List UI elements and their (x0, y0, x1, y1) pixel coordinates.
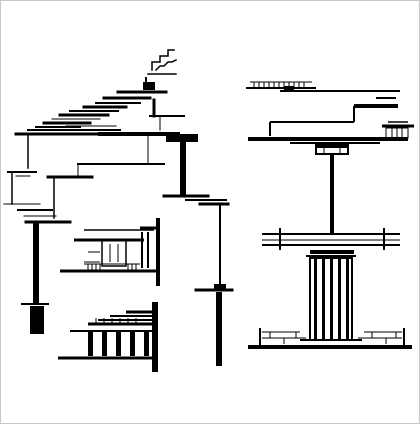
main-eave (14, 132, 198, 169)
left-elevation-post (180, 140, 186, 196)
roof-finial (147, 49, 178, 75)
right-base-plinth (248, 328, 412, 349)
left-pavilion-detail (60, 218, 160, 286)
pavilion-railing (84, 263, 140, 270)
plinth-masonry (262, 332, 402, 344)
left-cascading-roof-elevation (3, 49, 234, 366)
colonnade-railing (95, 318, 137, 324)
upper-roof-tiers (27, 90, 185, 131)
colonnade-columns (88, 332, 149, 356)
right-gable-roof-elevation (246, 81, 414, 234)
left-main-column (17, 209, 72, 334)
right-column-detail (262, 228, 400, 341)
pavilion-doorway (101, 239, 127, 267)
finial-block (143, 82, 155, 90)
column-flutes (314, 258, 349, 340)
left-colonnade-detail (58, 302, 158, 372)
ridge-pavilion-ornament (382, 121, 414, 139)
right-thin-column (194, 284, 234, 366)
mid-roof-tier (3, 163, 165, 219)
